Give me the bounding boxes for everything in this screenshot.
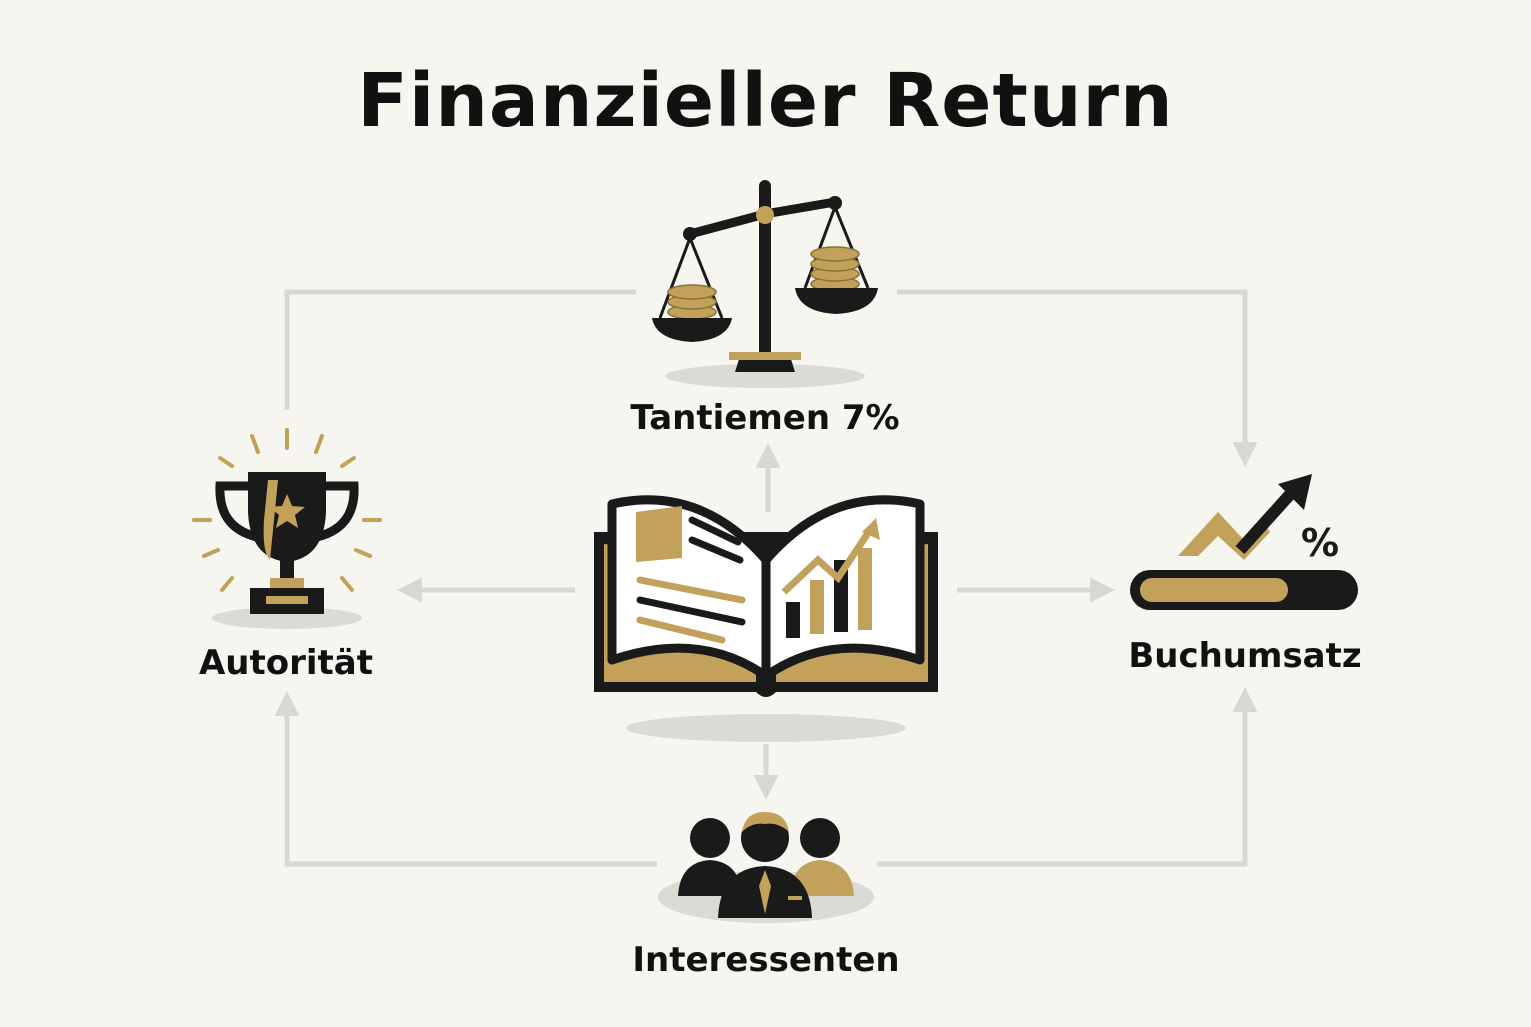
connector-bottom-left [274, 691, 657, 867]
node-label-tantiemen: Tantiemen 7% [630, 398, 900, 438]
people-group-icon [658, 812, 874, 923]
growth-chart-percent-icon: % [1130, 474, 1358, 610]
node-label-autoritaet: Autorität [198, 643, 374, 683]
connector-top-right [897, 289, 1258, 467]
scale-with-coins-icon [652, 180, 878, 388]
node-label-interessenten: Interessenten [632, 940, 900, 980]
percent-badge: % [1301, 521, 1339, 565]
open-book-icon [594, 495, 938, 742]
trophy-icon [192, 428, 382, 629]
connector-top-left [284, 289, 636, 410]
diagram-title: Finanzieller Return [357, 58, 1174, 144]
connector-lines [274, 289, 1258, 867]
node-label-buchumsatz: Buchumsatz [1128, 636, 1362, 676]
connector-bottom-right [877, 687, 1258, 867]
